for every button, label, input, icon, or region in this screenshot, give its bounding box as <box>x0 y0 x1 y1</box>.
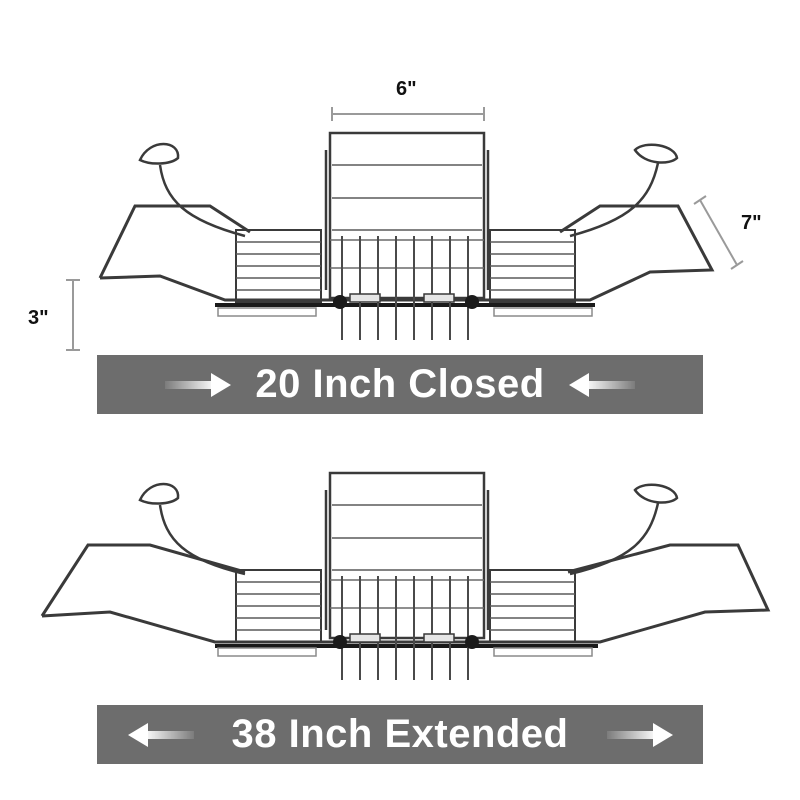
caddy-extended <box>40 471 771 682</box>
depth-dimension-label: 7" <box>741 212 762 234</box>
arrow-left-icon <box>128 723 194 747</box>
arrow-left-icon <box>569 373 635 397</box>
caddy-closed <box>98 131 715 342</box>
extended-length-label: 38 Inch Extended <box>231 712 569 756</box>
width-dimension-label: 6" <box>396 78 417 100</box>
extended-length-banner: 38 Inch Extended <box>97 705 703 764</box>
arrow-right-icon <box>165 373 231 397</box>
width-dimension-line <box>331 107 485 121</box>
closed-length-label: 20 Inch Closed <box>255 362 545 406</box>
depth-dimension-line <box>693 195 744 270</box>
height-dimension-line <box>66 279 80 351</box>
arrow-right-icon <box>607 723 673 747</box>
height-dimension-label: 3" <box>28 307 49 329</box>
